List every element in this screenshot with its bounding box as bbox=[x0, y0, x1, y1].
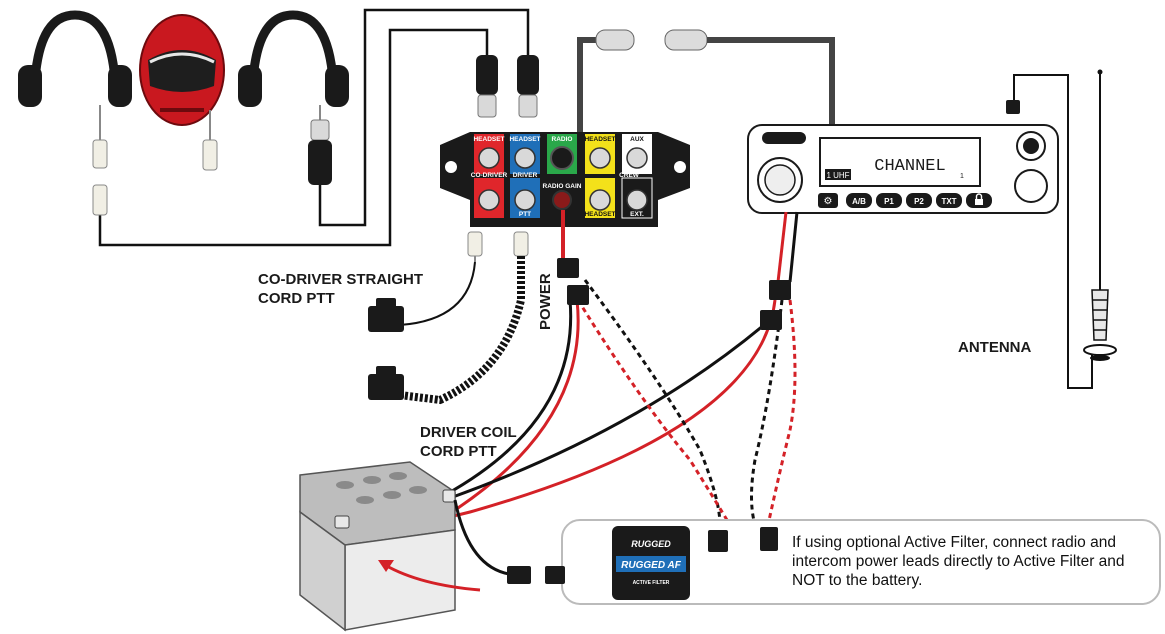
port-label-codriver: CO-DRIVER bbox=[471, 172, 508, 179]
port-label-driver: DRIVER bbox=[513, 172, 538, 179]
port-label-ptt: PTT bbox=[519, 211, 531, 218]
port-label-headset-3: HEADSET bbox=[584, 136, 615, 143]
headset-cords bbox=[98, 8, 530, 247]
port-label-crew: CREW bbox=[619, 172, 640, 179]
helmet bbox=[139, 14, 225, 171]
fuse-holders bbox=[557, 258, 791, 330]
label-driver-ptt-line1: DRIVER COIL bbox=[420, 424, 517, 441]
antenna bbox=[1006, 69, 1117, 389]
radio-unit: 1 UHF CHANNEL 1 ⚙ A/B P1 P2 TXT bbox=[747, 124, 1059, 214]
label-antenna: ANTENNA bbox=[958, 339, 1031, 356]
radio-button-p1: P1 bbox=[884, 197, 894, 206]
settings-gear-icon: ⚙ bbox=[824, 196, 833, 207]
port-label-aux: AUX bbox=[630, 136, 644, 143]
label-codriver-ptt-line1: CO-DRIVER STRAIGHT bbox=[258, 271, 423, 288]
port-label-ext: EXT. bbox=[630, 211, 644, 218]
filter-brand: RUGGED bbox=[631, 539, 671, 549]
power-wires bbox=[349, 210, 799, 530]
radio-button-ab: A/B bbox=[852, 197, 866, 206]
port-label-headset-2: HEADSET bbox=[509, 136, 540, 143]
filter-name: RUGGED AF bbox=[621, 560, 682, 571]
battery bbox=[299, 461, 456, 632]
radio-display-num: 1 bbox=[960, 173, 964, 180]
left-headset bbox=[18, 10, 132, 145]
lock-icon bbox=[975, 193, 983, 205]
label-driver-ptt-line2: CORD PTT bbox=[420, 443, 497, 460]
radio-button-p2: P2 bbox=[914, 197, 924, 206]
port-label-radio-gain: RADIO GAIN bbox=[543, 183, 582, 190]
ptt-cords bbox=[399, 231, 529, 405]
label-codriver-ptt-line2: CORD PTT bbox=[258, 290, 335, 307]
port-label-radio: RADIO bbox=[552, 136, 573, 143]
intercom-unit: HEADSET HEADSET RADIO HEADSET AUX CO-DRI… bbox=[440, 132, 690, 227]
label-power: POWER bbox=[537, 273, 554, 330]
port-label-headset-1: HEADSET bbox=[473, 136, 504, 143]
headset-connectors bbox=[476, 55, 539, 118]
ptt-buttons bbox=[368, 298, 404, 400]
radio-button-txt: TXT bbox=[941, 197, 956, 206]
active-filter-note: If using optional Active Filter, connect… bbox=[792, 534, 1125, 589]
radio-display-sub: 1 UHF bbox=[826, 171, 849, 180]
filter-subtitle: ACTIVE FILTER bbox=[633, 580, 670, 586]
port-label-headset-4: HEADSET bbox=[584, 211, 615, 218]
radio-display-text: CHANNEL bbox=[874, 157, 945, 176]
filter-connectors bbox=[507, 527, 778, 584]
left-headset-plug bbox=[92, 139, 108, 216]
right-headset bbox=[238, 10, 349, 185]
